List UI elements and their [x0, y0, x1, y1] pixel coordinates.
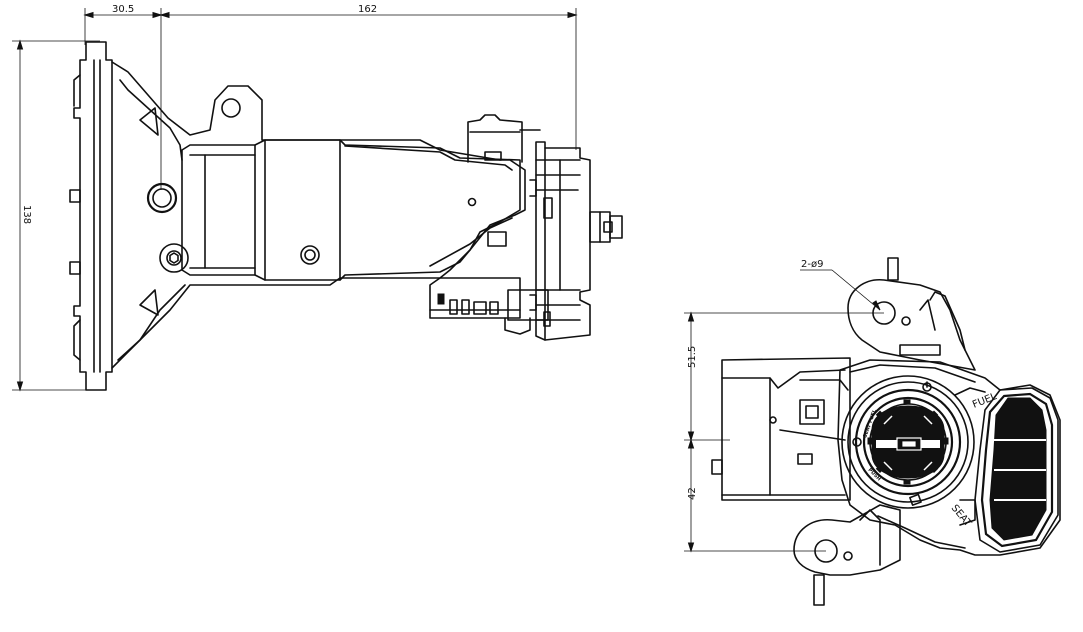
- bracket-body: [111, 61, 526, 369]
- left-dimension-lines: [12, 39, 100, 392]
- dim-138: 138: [21, 205, 32, 224]
- dim-30-5: 30.5: [112, 4, 134, 15]
- front-view: 51.5 42 2-ø9: [684, 257, 1061, 606]
- switch-housing: [974, 387, 1059, 553]
- padlock-icon: [922, 381, 932, 392]
- seat-label: SEAT: [949, 503, 974, 530]
- dim-162: 162: [358, 4, 377, 15]
- top-connector: [467, 114, 541, 163]
- lower-ear: [793, 504, 901, 606]
- dim-51-5: 51.5: [687, 346, 698, 368]
- hole-callout-text: 2-ø9: [801, 259, 823, 270]
- key-cylinder: [871, 405, 945, 479]
- housing-block: [711, 357, 851, 501]
- upper-ear: [847, 257, 976, 371]
- right-dimension-lines: [684, 311, 884, 553]
- main-housing: [181, 139, 521, 281]
- off-position-icon: [852, 437, 862, 447]
- dim-42: 42: [687, 487, 698, 500]
- face-icons: [852, 381, 932, 506]
- key-spindle: [589, 211, 623, 243]
- bottom-connector: [429, 277, 549, 335]
- top-dimension-lines: [83, 8, 578, 190]
- side-view: 30.5 162 138: [12, 4, 623, 392]
- seat-lock-icon: [909, 493, 922, 506]
- mounting-plate: [69, 41, 113, 391]
- lock-face-shell: [837, 359, 1061, 556]
- side-tabs: [954, 387, 986, 526]
- hole-callout-leader: [800, 269, 881, 311]
- lock-head-side: [529, 141, 591, 341]
